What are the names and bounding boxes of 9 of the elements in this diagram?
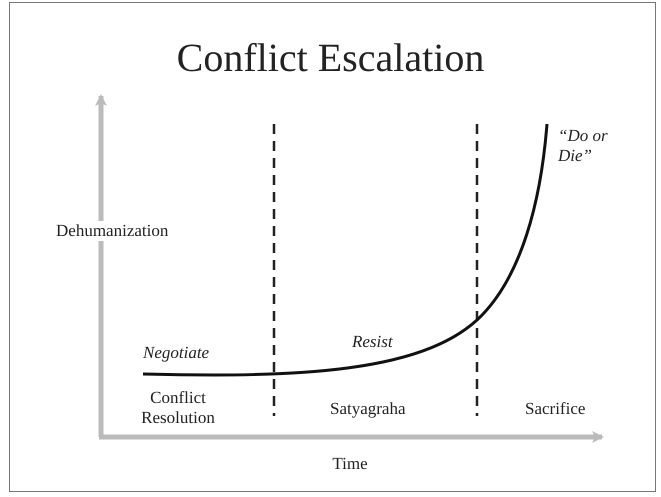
- curve-annotation: Resist: [352, 332, 393, 352]
- axis-label: Dehumanization: [56, 221, 168, 241]
- curve-annotation: “Do or Die”: [558, 126, 609, 166]
- chart-title: Conflict Escalation: [176, 34, 486, 82]
- phase-label: Sacrifice: [525, 399, 586, 419]
- axis-label: Time: [331, 454, 369, 474]
- curve-annotation: Negotiate: [143, 343, 210, 363]
- phase-label: Conflict Resolution: [140, 388, 216, 428]
- phase-label: Satyagraha: [330, 399, 406, 419]
